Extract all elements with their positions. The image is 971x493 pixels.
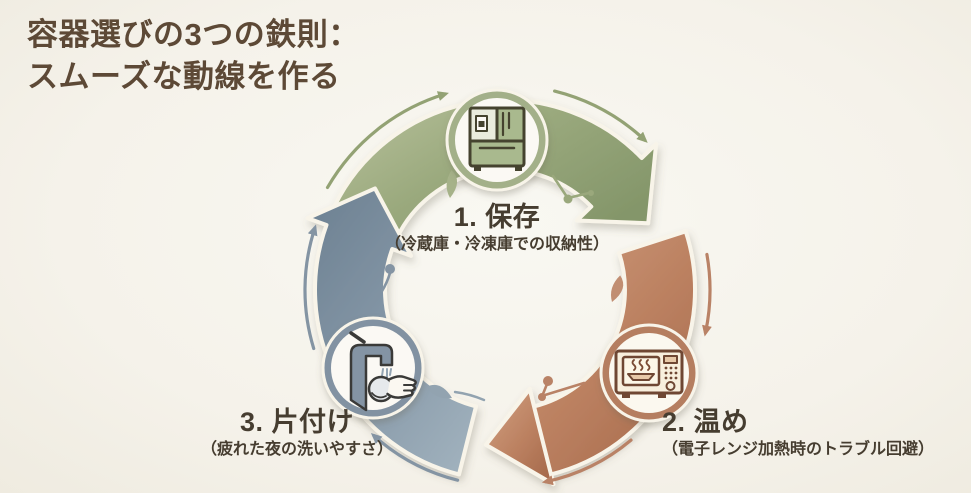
leaf-icon (446, 170, 458, 198)
page-title-line-1: 容器選びの3つの鉄則： (27, 17, 360, 52)
thin-arrow-green-right (553, 89, 648, 143)
step-3-sublabel: （疲れた夜の洗いやすさ） (200, 441, 393, 458)
step-1-sublabel: （冷蔵庫・冷凍庫での収納性） (384, 236, 609, 253)
sprout-icon (538, 376, 586, 401)
leaf-icon (610, 275, 624, 302)
step-2-sublabel: （電子レンジ加熱時のトラブル回避） (662, 441, 935, 458)
sprout-icon (380, 264, 395, 293)
page-title-line-2: スムーズな動線を作る (27, 59, 341, 94)
leaf-icon (426, 384, 452, 399)
thin-arrow-terracotta-right (702, 252, 712, 337)
leaf-stem (453, 390, 486, 402)
step-3-label: 3. 片付け (239, 407, 355, 437)
accent-arrows (303, 89, 712, 486)
thin-arrow-green-left (325, 91, 449, 190)
step-2-label-block: 2. 温め （電子レンジ加熱時のトラブル回避） (662, 407, 962, 460)
thin-arrow-blue-bottom (370, 433, 460, 482)
refrigerator-icon (468, 106, 526, 171)
thin-arrow-blue-left (303, 224, 318, 351)
step-1-label-block: 1. 保存 （冷蔵庫・冷凍庫での収納性） (337, 202, 657, 255)
faucet-icon (349, 331, 417, 412)
decorations (380, 170, 624, 402)
microwave-icon (614, 349, 684, 398)
step-1-label: 1. 保存 (453, 202, 541, 232)
step-3-label-block: 3. 片付け （疲れた夜の洗いやすさ） (137, 407, 457, 460)
sprout-icon (551, 174, 594, 204)
page-title: 容器選びの3つの鉄則： スムーズな動線を作る (27, 14, 360, 98)
step-2-label: 2. 温め (662, 407, 749, 437)
thin-arrow-terracotta-bottom (541, 438, 633, 486)
